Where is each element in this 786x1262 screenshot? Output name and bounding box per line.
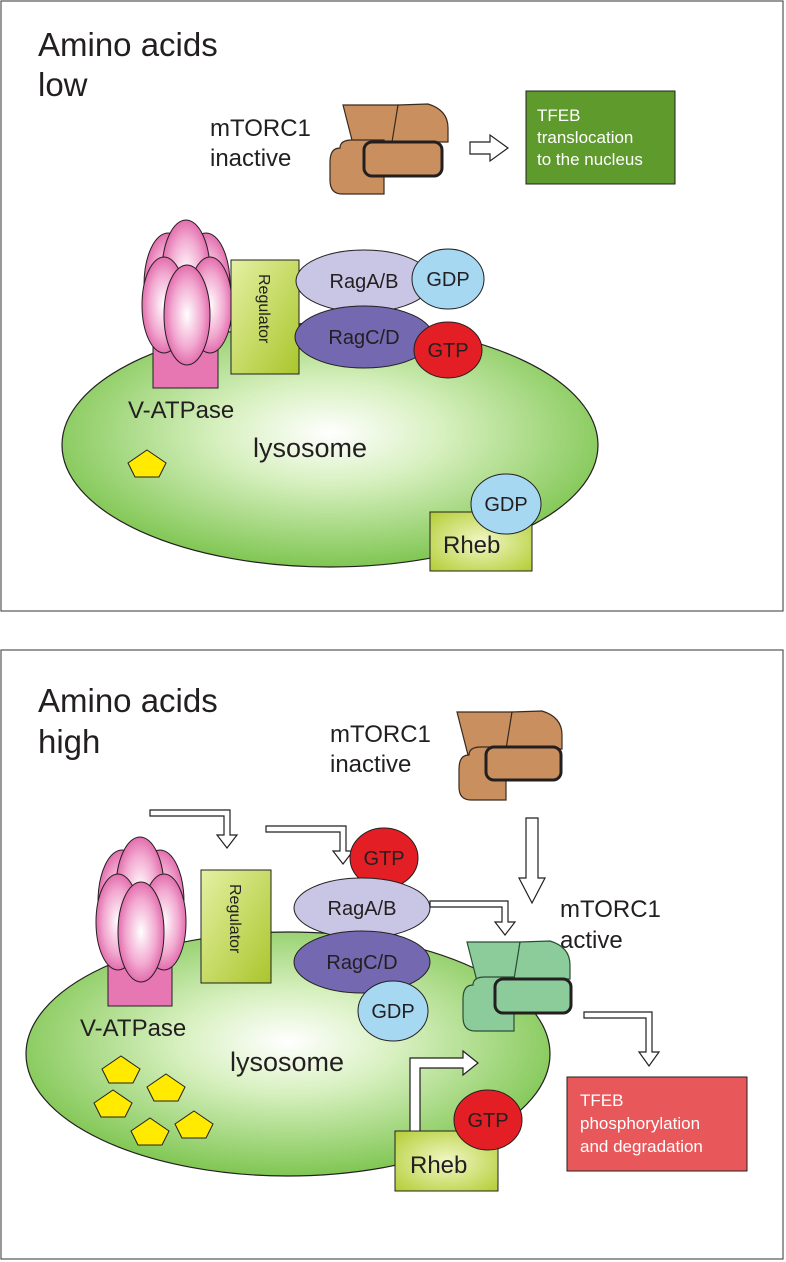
mtorc1-inactive-label-line2: inactive [330, 751, 411, 778]
amino-acid-pentagon [146, 1073, 186, 1102]
lysosome-label: lysosome [230, 1047, 344, 1077]
gdp-rheb [470, 473, 542, 535]
panel-title-line2: low [38, 66, 88, 103]
v-atpase [141, 219, 233, 389]
panel-amino-acids-high: Amino acids high mTORC1 inactive mTORC1 … [0, 649, 784, 1260]
gtp-ragcd [413, 321, 483, 379]
tfeb-box-line1: TFEB [580, 1091, 623, 1110]
mtorc1-inactive-complex [329, 103, 449, 195]
mtorc1-subunit [505, 710, 563, 750]
panel-title-line1: Amino acids [38, 682, 218, 719]
gtp-rheb [453, 1089, 523, 1151]
rag-c-d-label: RagC/D [326, 952, 397, 974]
lysosome-label: lysosome [253, 433, 367, 463]
gdp-ragcd-label: GDP [371, 1001, 414, 1023]
gtp-ragab-label: GTP [363, 848, 404, 870]
mtorc1-label-line1: mTORC1 [210, 115, 311, 142]
regulator-box [230, 259, 300, 375]
rag-a-b-label: RagA/B [330, 271, 399, 293]
amino-acid-pentagon [174, 1110, 214, 1139]
tfeb-degradation-box [566, 1076, 748, 1172]
arrow-right-icon [469, 133, 510, 163]
regulator-box [200, 869, 272, 984]
gtp-rheb-label: GTP [467, 1110, 508, 1132]
mtorc1-label-line2: inactive [210, 145, 291, 172]
mtorc1-active-label-line1: mTORC1 [560, 896, 661, 923]
mtorc1-subunit [391, 103, 449, 143]
tfeb-box-line3: to the nucleus [537, 150, 643, 169]
rheb-label: Rheb [443, 532, 500, 559]
gdp-ragab [411, 248, 485, 310]
mtorc1-inactive-complex [456, 710, 563, 801]
tfeb-box-line2: translocation [537, 128, 633, 147]
mtorc1-core-domain [484, 745, 563, 782]
amino-acid-pentagon [93, 1089, 133, 1118]
mtorc1-active-complex [462, 940, 573, 1032]
bent-arrow-icon [265, 825, 355, 865]
gdp-rheb-label: GDP [484, 494, 527, 516]
rag-a-b-label: RagA/B [328, 898, 397, 920]
gdp-ragcd [357, 980, 429, 1042]
tfeb-box-line2: phosphorylation [580, 1114, 700, 1133]
rag-c-d-label: RagC/D [328, 327, 399, 349]
mtorc1-inactive-label-line1: mTORC1 [330, 721, 431, 748]
rag-c-d [293, 930, 431, 994]
mtorc1-active-label-line2: active [560, 927, 623, 954]
v-atpase-label: V-ATPase [128, 397, 234, 424]
bent-arrow-icon [149, 809, 239, 849]
bent-arrow-icon [429, 900, 517, 936]
bent-arrow-icon [409, 1049, 479, 1137]
panel-title-line2: high [38, 723, 100, 760]
mtorc1-subunit [513, 940, 571, 980]
v-atpase-label: V-ATPase [80, 1015, 186, 1042]
tfeb-box-line1: TFEB [537, 106, 580, 125]
tfeb-translocation-box [525, 90, 676, 185]
amino-acid-pentagon [130, 1117, 170, 1146]
gtp-ragcd-label: GTP [427, 340, 468, 362]
gdp-ragab-label: GDP [426, 269, 469, 291]
amino-acid-pentagon [101, 1055, 141, 1084]
v-atpase [95, 836, 187, 1007]
panel-title-line1: Amino acids [38, 26, 218, 63]
regulator-label: Regulator [255, 274, 272, 344]
mtorc1-core-domain [493, 977, 573, 1015]
panel-amino-acids-low: Amino acids low mTORC1 inactive TFEB tra… [0, 0, 784, 612]
rheb-label: Rheb [410, 1152, 467, 1179]
amino-acid-pentagon [127, 449, 167, 478]
arrow-down-icon [518, 817, 546, 905]
mtorc1-core-domain [362, 140, 444, 178]
bent-arrow-icon [583, 1011, 661, 1068]
tfeb-box-line3: and degradation [580, 1137, 703, 1156]
regulator-label: Regulator [226, 884, 243, 954]
